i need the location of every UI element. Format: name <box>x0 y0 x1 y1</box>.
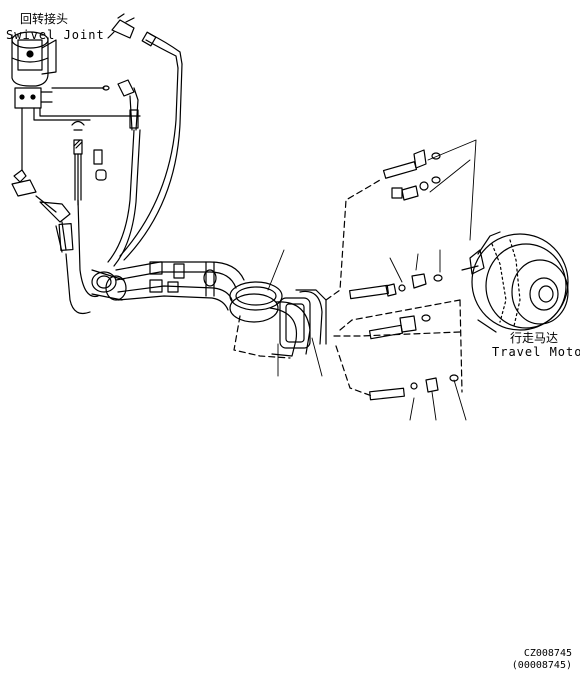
drawing-code: CZ008745 <box>523 648 572 659</box>
leader-lines <box>268 140 476 420</box>
hose-upper <box>142 32 182 68</box>
travel-motor <box>462 232 568 332</box>
dashed-leaders <box>234 180 462 396</box>
upper-right-fittings <box>384 150 440 200</box>
elbow-fitting-top <box>108 14 134 38</box>
drawing-code-paren: (00008745) <box>511 660 572 671</box>
travel-motor-label-en: Travel Motor <box>492 345 580 359</box>
main-hoses <box>66 64 182 314</box>
swivel-outlets <box>12 108 140 252</box>
center-hoses <box>116 262 244 310</box>
mid-right-fittings <box>350 274 458 400</box>
center-clamps <box>230 282 326 356</box>
left-clamp <box>92 270 126 300</box>
swivel-joint <box>12 32 56 108</box>
small-parts <box>52 86 109 205</box>
travel-motor-label-cn: 行走马达 <box>510 331 559 345</box>
swivel-joint-label-en: Swivel Joint <box>6 28 105 42</box>
hose-mid <box>118 80 138 130</box>
swivel-joint-label-cn: 回转接头 <box>20 12 69 26</box>
